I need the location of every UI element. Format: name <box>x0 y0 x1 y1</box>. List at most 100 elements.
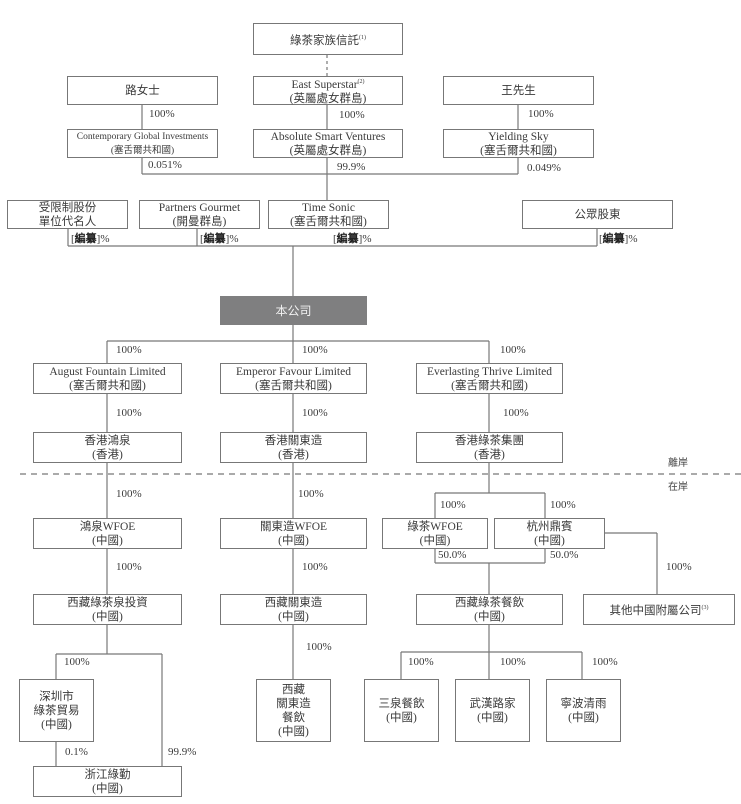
jurisdiction: (塞舌爾共和國) <box>255 379 332 392</box>
tibet-quan-invest-name: 西藏綠茶泉投資 <box>67 596 148 609</box>
pct-wang-to-ys: 100% <box>528 108 554 120</box>
public-shareholders-name: 公眾股東 <box>574 208 621 221</box>
mr-wang-name: 王先生 <box>501 84 536 97</box>
offshore-label: 離岸 <box>668 458 688 469</box>
pct-hqwfoe-to-tibet: 100% <box>116 561 142 573</box>
guandongzao-wfoe-name: 關東造WFOE <box>259 520 328 533</box>
hk-hongquan-box: 香港鴻泉 (香港) <box>33 432 182 463</box>
hongquan-wfoe-name: 鴻泉WFOE <box>79 520 136 533</box>
bracket: [ <box>71 233 75 245</box>
shenzhen-trading-line2: 綠茶貿易 <box>33 704 80 717</box>
everlasting-thrive-name: Everlasting Thrive Limited <box>427 365 552 378</box>
pct-ts-redacted: [編纂]% <box>333 230 372 246</box>
jurisdiction: (中國) <box>92 534 123 547</box>
guandongzao-wfoe-box: 關東造WFOE (中國) <box>220 518 367 549</box>
jurisdiction: (塞舌爾共和國) <box>290 215 367 228</box>
pct-gdzwfoe-to-tibet: 100% <box>302 561 328 573</box>
emperor-favour-name: Emperor Favour Limited <box>236 365 351 378</box>
rsu-nominee-line2: 單位代名人 <box>38 215 97 228</box>
pct-pg-redacted: [編纂]% <box>200 230 239 246</box>
jurisdiction: (塞舌爾共和國) <box>110 145 175 156</box>
pct-hk-to-gtwfoe: 100% <box>440 499 466 511</box>
pct-es-to-asv: 100% <box>339 109 365 121</box>
jurisdiction: (中國) <box>534 534 565 547</box>
pct-tibetquan-to-sz: 100% <box>64 656 90 668</box>
shenzhen-trading-box: 深圳市 綠茶貿易 (中國) <box>19 679 94 742</box>
pct-co-to-et: 100% <box>500 344 526 356</box>
jurisdiction: (香港) <box>474 448 505 461</box>
redacted-mark: 編纂 <box>336 233 359 245</box>
sanquan-name: 三泉餐飲 <box>378 697 425 710</box>
ningbo-qingyu-box: 寧波清雨 (中國) <box>546 679 621 742</box>
pct-tibetgdz-to-catering: 100% <box>306 641 332 653</box>
onshore-label: 在岸 <box>668 482 688 493</box>
redacted-mark: 編纂 <box>203 233 226 245</box>
tibet-gdz-catering-line2: 關東造 <box>276 697 311 710</box>
ningbo-qingyu-name: 寧波清雨 <box>560 697 607 710</box>
hk-guandongzao-name: 香港關東造 <box>264 434 323 447</box>
ms-lu-name: 路女士 <box>125 84 160 97</box>
time-sonic-name: Time Sonic <box>302 201 355 214</box>
jurisdiction: (中國) <box>386 711 417 724</box>
wuhan-lujia-box: 武漢路家 (中國) <box>455 679 530 742</box>
zhejiang-lvqin-name: 浙江綠勤 <box>84 768 131 781</box>
hangzhou-dingbin-name: 杭州鼎賓 <box>526 520 573 533</box>
jurisdiction: (香港) <box>278 448 309 461</box>
pct-hk-to-hqwfoe: 100% <box>116 488 142 500</box>
pct-ys-share: 0.049% <box>527 162 561 174</box>
hk-greentea-group-box: 香港綠茶集團 (香港) <box>416 432 563 463</box>
pct-catering-to-sanquan: 100% <box>408 656 434 668</box>
company-box: 本公司 <box>220 296 367 325</box>
yielding-sky-box: Yielding Sky (塞舌爾共和國) <box>443 129 594 158</box>
hk-greentea-group-name: 香港綠茶集團 <box>455 434 524 447</box>
pct-gtwfoe-to-tibet: 50.0% <box>438 549 467 561</box>
jurisdiction: (英屬處女群島) <box>289 144 367 157</box>
pct-co-to-ef: 100% <box>302 344 328 356</box>
contemporary-global-box: Contemporary Global Investments (塞舌爾共和國) <box>67 129 218 158</box>
east-superstar-name: East Superstar <box>291 78 358 91</box>
footnote-marker: (1) <box>359 34 366 41</box>
footnote-marker: (3) <box>701 605 709 612</box>
ms-lu-box: 路女士 <box>67 76 218 105</box>
rsu-nominee-line1: 受限制股份 <box>38 201 97 214</box>
jurisdiction: (香港) <box>92 448 123 461</box>
hk-guandongzao-box: 香港關東造 (香港) <box>220 432 367 463</box>
bracket: [ <box>200 233 204 245</box>
family-trust-box: 綠茶家族信託(1) <box>253 23 403 55</box>
emperor-favour-box: Emperor Favour Limited (塞舌爾共和國) <box>220 363 367 394</box>
hongquan-wfoe-box: 鴻泉WFOE (中國) <box>33 518 182 549</box>
jurisdiction: (中國) <box>568 711 599 724</box>
hangzhou-dingbin-box: 杭州鼎賓 (中國) <box>494 518 605 549</box>
pct-ef-to-hk: 100% <box>302 407 328 419</box>
footnote-marker: (2) <box>357 79 365 86</box>
pct-co-to-af: 100% <box>116 344 142 356</box>
bracket: [ <box>333 233 337 245</box>
tibet-quan-invest-box: 西藏綠茶泉投資 (中國) <box>33 594 182 625</box>
jurisdiction: (英屬處女群島) <box>289 92 367 105</box>
contemporary-global-name: Contemporary Global Investments <box>76 131 209 142</box>
august-fountain-name: August Fountain Limited <box>49 365 166 378</box>
pct-hk-to-hzdb: 100% <box>550 499 576 511</box>
jurisdiction: (中國) <box>278 725 309 738</box>
bracket: ]% <box>358 233 372 245</box>
time-sonic-box: Time Sonic (塞舌爾共和國) <box>268 200 389 229</box>
jurisdiction: (中國) <box>419 534 451 547</box>
family-trust-name: 綠茶家族信託 <box>290 34 359 47</box>
greentea-wfoe-name: 綠茶WFOE <box>407 520 463 533</box>
jurisdiction: (中國) <box>278 610 309 623</box>
tibet-greentea-catering-box: 西藏綠茶餐飲 (中國) <box>416 594 563 625</box>
pct-rsu-redacted: [編纂]% <box>71 230 110 246</box>
rsu-nominee-box: 受限制股份 單位代名人 <box>7 200 128 229</box>
public-shareholders-box: 公眾股東 <box>522 200 673 229</box>
pct-hzdb-to-other: 100% <box>666 561 692 573</box>
jurisdiction: (塞舌爾共和國) <box>480 144 557 157</box>
pct-cgi-share: 0.051% <box>148 159 182 171</box>
bracket: ]% <box>225 233 239 245</box>
pct-catering-to-ningbo: 100% <box>592 656 618 668</box>
pct-lu-to-cgi: 100% <box>149 108 175 120</box>
pct-sz-to-zj: 0.1% <box>65 746 88 758</box>
bracket: [ <box>599 233 603 245</box>
pct-asv-share: 99.9% <box>337 161 366 173</box>
redacted-mark: 編纂 <box>74 233 97 245</box>
